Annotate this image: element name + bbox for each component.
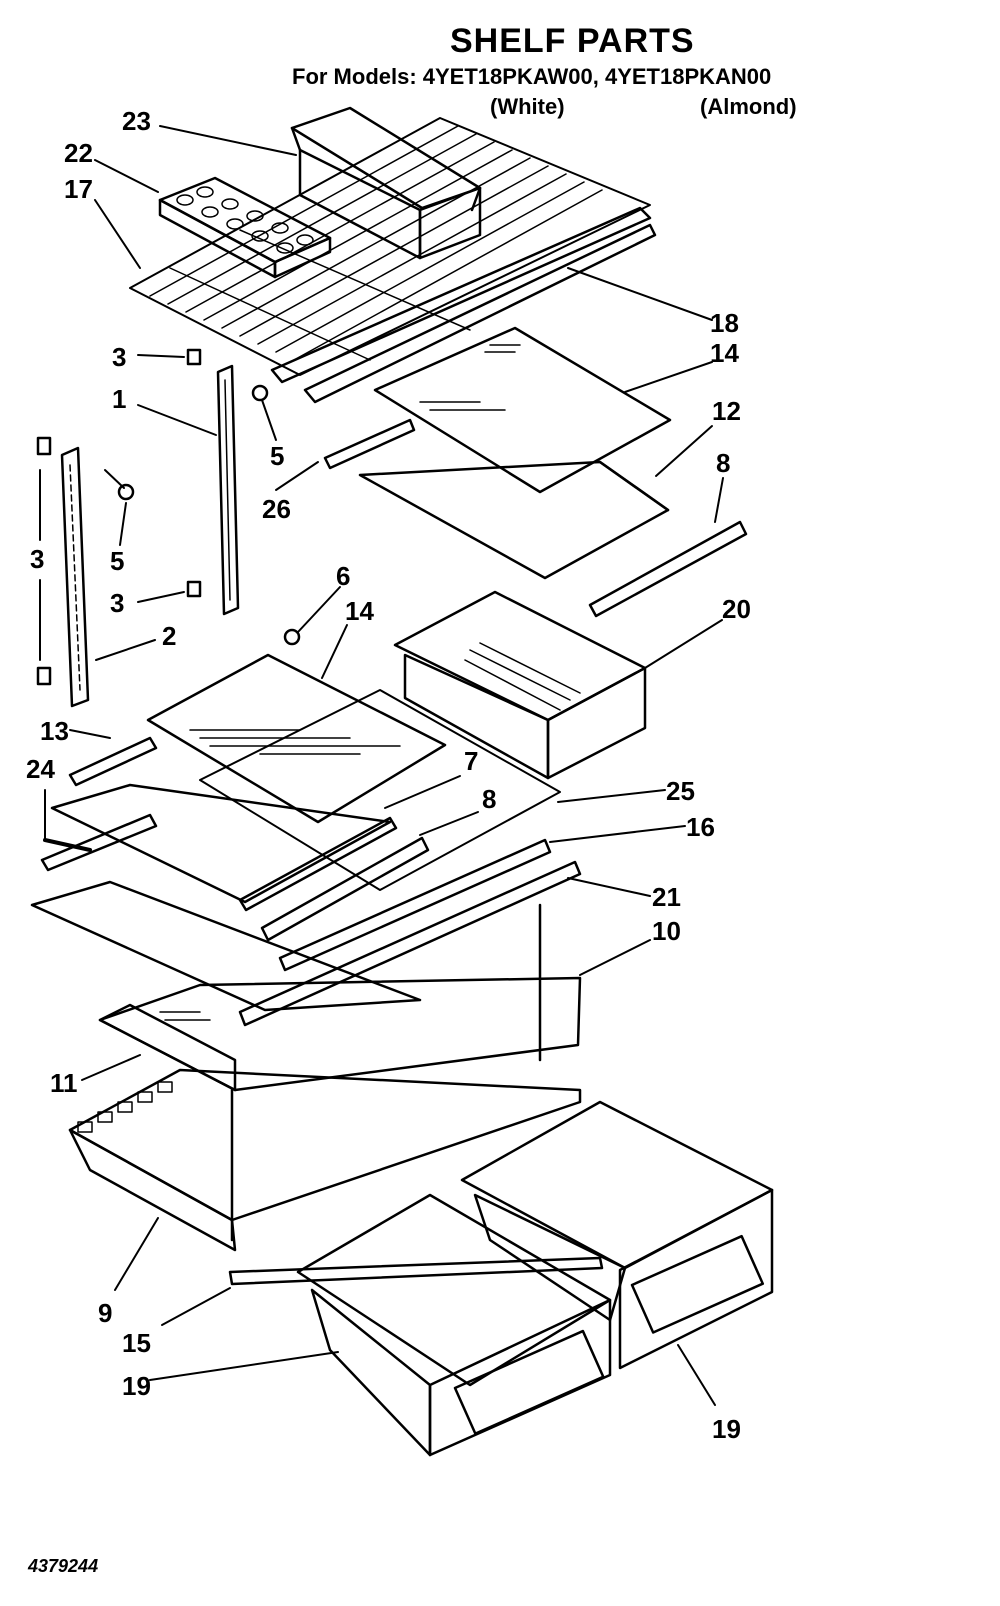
callout-8-upper: 8 [716,448,730,478]
callout-10: 10 [652,916,681,946]
callout-labels: 23 22 17 18 14 3 1 5 12 26 8 3 5 3 6 14 … [26,106,751,1444]
callout-17: 17 [64,174,93,204]
callout-3-left: 3 [30,544,44,574]
callout-11: 11 [50,1068,78,1098]
meat-keeper-drawer [393,590,647,780]
callout-5-right: 5 [270,441,284,471]
callout-21: 21 [652,882,681,912]
document-number: 4379244 [28,1556,99,1576]
callout-14-middle: 14 [345,596,374,626]
ice-bin [290,106,482,260]
callout-1: 1 [112,384,126,414]
variant-white: (White) [490,94,565,119]
wire-shelf [129,117,651,376]
crisper-drawer-right [460,1100,774,1370]
callout-3-lower: 3 [110,588,124,618]
page-title: SHELF PARTS [450,22,695,60]
shelf-rails [238,816,582,1027]
screws [117,384,301,646]
callout-7: 7 [464,746,478,776]
left-shelf-ladder [60,446,90,708]
crisper-glass [159,1011,211,1021]
callout-14-upper: 14 [710,338,739,368]
callout-5-left: 5 [110,546,124,576]
clips [36,348,202,686]
crisper-frame [98,976,582,1092]
shelf-trim-pieces [323,418,748,618]
crisper-trim [228,1256,604,1286]
crisper-base [68,903,582,1252]
callout-26: 26 [262,494,291,524]
callout-8-lower: 8 [482,784,496,814]
callout-15: 15 [122,1328,151,1358]
models-line: For Models: 4YET18PKAW00, 4YET18PKAN00 [292,64,772,89]
upper-glass-shelf [373,326,672,494]
middle-shelf-frame [30,736,422,1012]
callout-20: 20 [722,594,751,624]
callout-18: 18 [710,308,739,338]
callout-12: 12 [712,396,741,426]
callout-24: 24 [26,754,55,784]
ice-cube-tray [158,176,332,279]
callout-25: 25 [666,776,695,806]
middle-glass-shelf [146,653,447,824]
callout-6: 6 [336,561,350,591]
right-shelf-ladder [216,364,240,616]
callout-23: 23 [122,106,151,136]
shelf-front-rail [270,206,657,404]
callout-13: 13 [40,716,69,746]
callout-22: 22 [64,138,93,168]
callout-19-right: 19 [712,1414,741,1444]
callout-9: 9 [98,1298,112,1328]
callout-2: 2 [162,621,176,651]
callout-3-top: 3 [112,342,126,372]
upper-shelf-frame [358,460,670,580]
callout-leaders [39,125,724,1406]
callout-16: 16 [686,812,715,842]
variant-almond: (Almond) [700,94,797,119]
callout-19-left: 19 [122,1371,151,1401]
crisper-drawer-left [296,1193,612,1457]
crisper-cover-glass [199,689,561,891]
